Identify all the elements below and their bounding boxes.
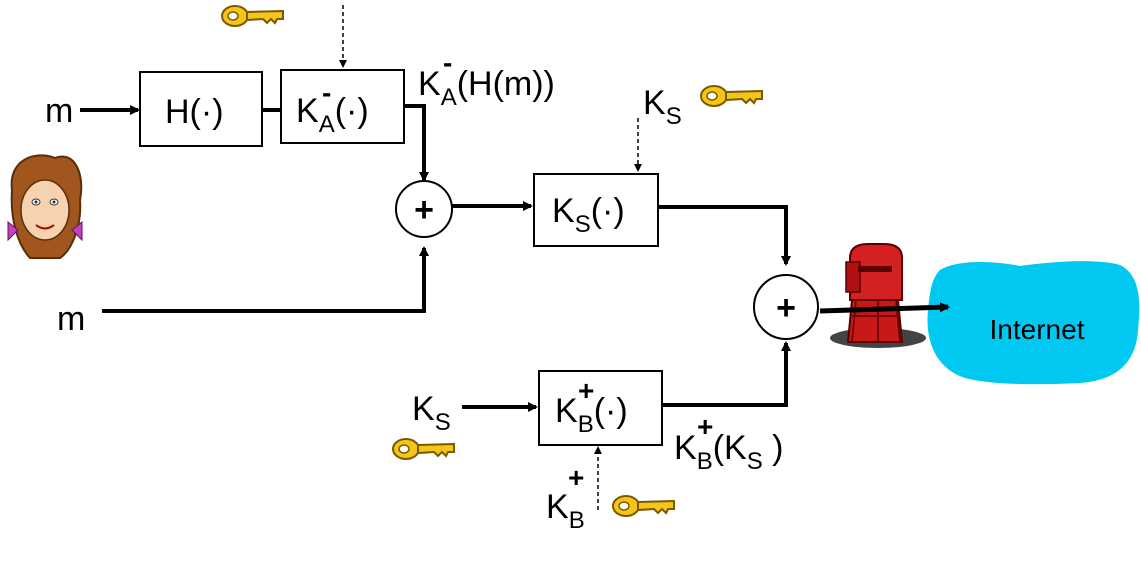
public-key-sup: +	[568, 462, 584, 493]
internet-label: Internet	[990, 314, 1085, 345]
encrypted-session-key-label: KB(KS )	[674, 429, 784, 475]
key-icon	[392, 438, 455, 460]
concat-operator-1	[395, 180, 453, 238]
symmetric-encrypt-block	[533, 173, 659, 247]
concat-operator-2-label: +	[776, 289, 796, 327]
public-key-encrypt-block	[538, 370, 663, 446]
session-key-left-label: KS	[412, 390, 451, 436]
session-key-top-label: KS	[643, 84, 682, 130]
private-key-sign-sup: -	[322, 77, 331, 108]
encrypted-session-key-sup: +	[697, 411, 713, 442]
mailbox-icon	[830, 243, 926, 348]
private-key-sign-block	[280, 69, 405, 144]
concat-operator-2	[753, 274, 819, 340]
hash-label: H(·)	[165, 93, 224, 131]
signed-hash-label: KA(H(m))	[418, 65, 555, 111]
public-key-encrypt-sup: +	[578, 375, 594, 406]
key-icon	[700, 85, 763, 107]
girl-icon	[7, 154, 83, 259]
input-m-top: m	[45, 92, 73, 130]
internet-cloud	[927, 261, 1140, 385]
input-m-bottom: m	[57, 300, 85, 338]
public-key-label: KB	[546, 488, 585, 534]
signed-hash-sup: -	[443, 47, 452, 78]
key-icon	[221, 5, 284, 27]
key-icon	[612, 495, 675, 517]
concat-operator-1-label: +	[414, 191, 434, 229]
symmetric-encrypt-label: KS(·)	[552, 192, 625, 238]
public-key-encrypt-label: KB(·)	[555, 392, 628, 438]
private-key-sign-label: KA(·)	[296, 92, 369, 138]
